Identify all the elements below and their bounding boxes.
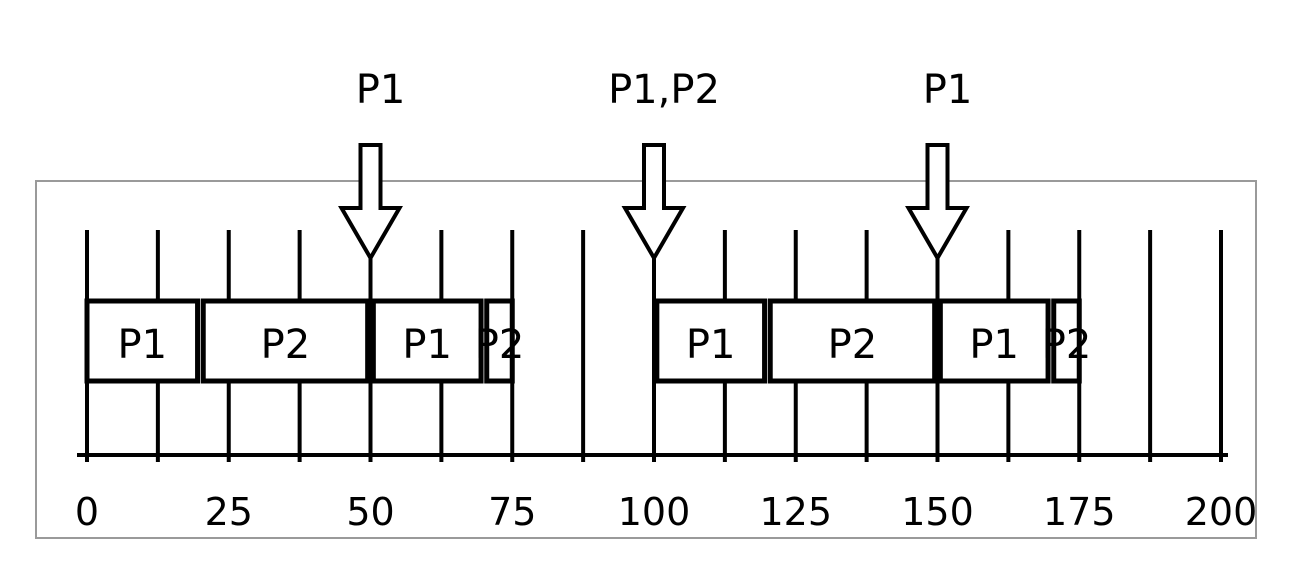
block-rect [1051,298,1082,384]
block-1: P2 [200,298,371,384]
down-arrow-icon [905,143,970,262]
axis-label: 150 [901,490,974,534]
axis-label: 75 [488,490,536,534]
arrival-0: P1 [338,67,406,262]
block-label: P2 [261,322,311,368]
axis-labels: 0 25 50 75 100 125 150 175 200 [75,490,1257,534]
axis-label: 175 [1043,490,1116,534]
block-rect [654,298,768,384]
block-label: P2 [828,322,878,368]
arrival-1: P1,P2 [608,67,720,262]
block-5: P2 [767,298,938,384]
block-rect [200,298,371,384]
axis-label: 50 [346,490,394,534]
axis-label: 100 [618,490,691,534]
block-rect [370,298,484,384]
block-label: P2 [1042,322,1092,368]
execution-blocks: P1 P2 P1 P2 P1 P2 P1 P2 [84,298,1092,384]
down-arrow-icon [621,143,687,262]
block-3: P2 [475,298,525,384]
block-label: P1 [117,322,167,368]
down-arrow-icon [338,143,403,262]
axis-label: 0 [75,490,99,534]
axis-label: 25 [205,490,253,534]
arrival-markers: P1 P1,P2 P1 [338,67,973,262]
block-2: P1 [370,298,484,384]
axis-label: 125 [759,490,832,534]
block-rect [767,298,938,384]
arrival-label: P1,P2 [608,67,720,113]
block-rect [84,298,201,384]
block-label: P2 [475,322,525,368]
arrival-label: P1 [923,67,973,113]
block-label: P1 [969,322,1019,368]
block-label: P1 [686,322,736,368]
block-0: P1 [84,298,201,384]
arrival-2: P1 [905,67,973,262]
block-label: P1 [402,322,452,368]
block-6: P1 [937,298,1051,384]
block-rect [484,298,515,384]
block-7: P2 [1042,298,1092,384]
axis-label: 200 [1185,490,1258,534]
block-rect [937,298,1051,384]
block-4: P1 [654,298,768,384]
arrival-label: P1 [356,67,406,113]
